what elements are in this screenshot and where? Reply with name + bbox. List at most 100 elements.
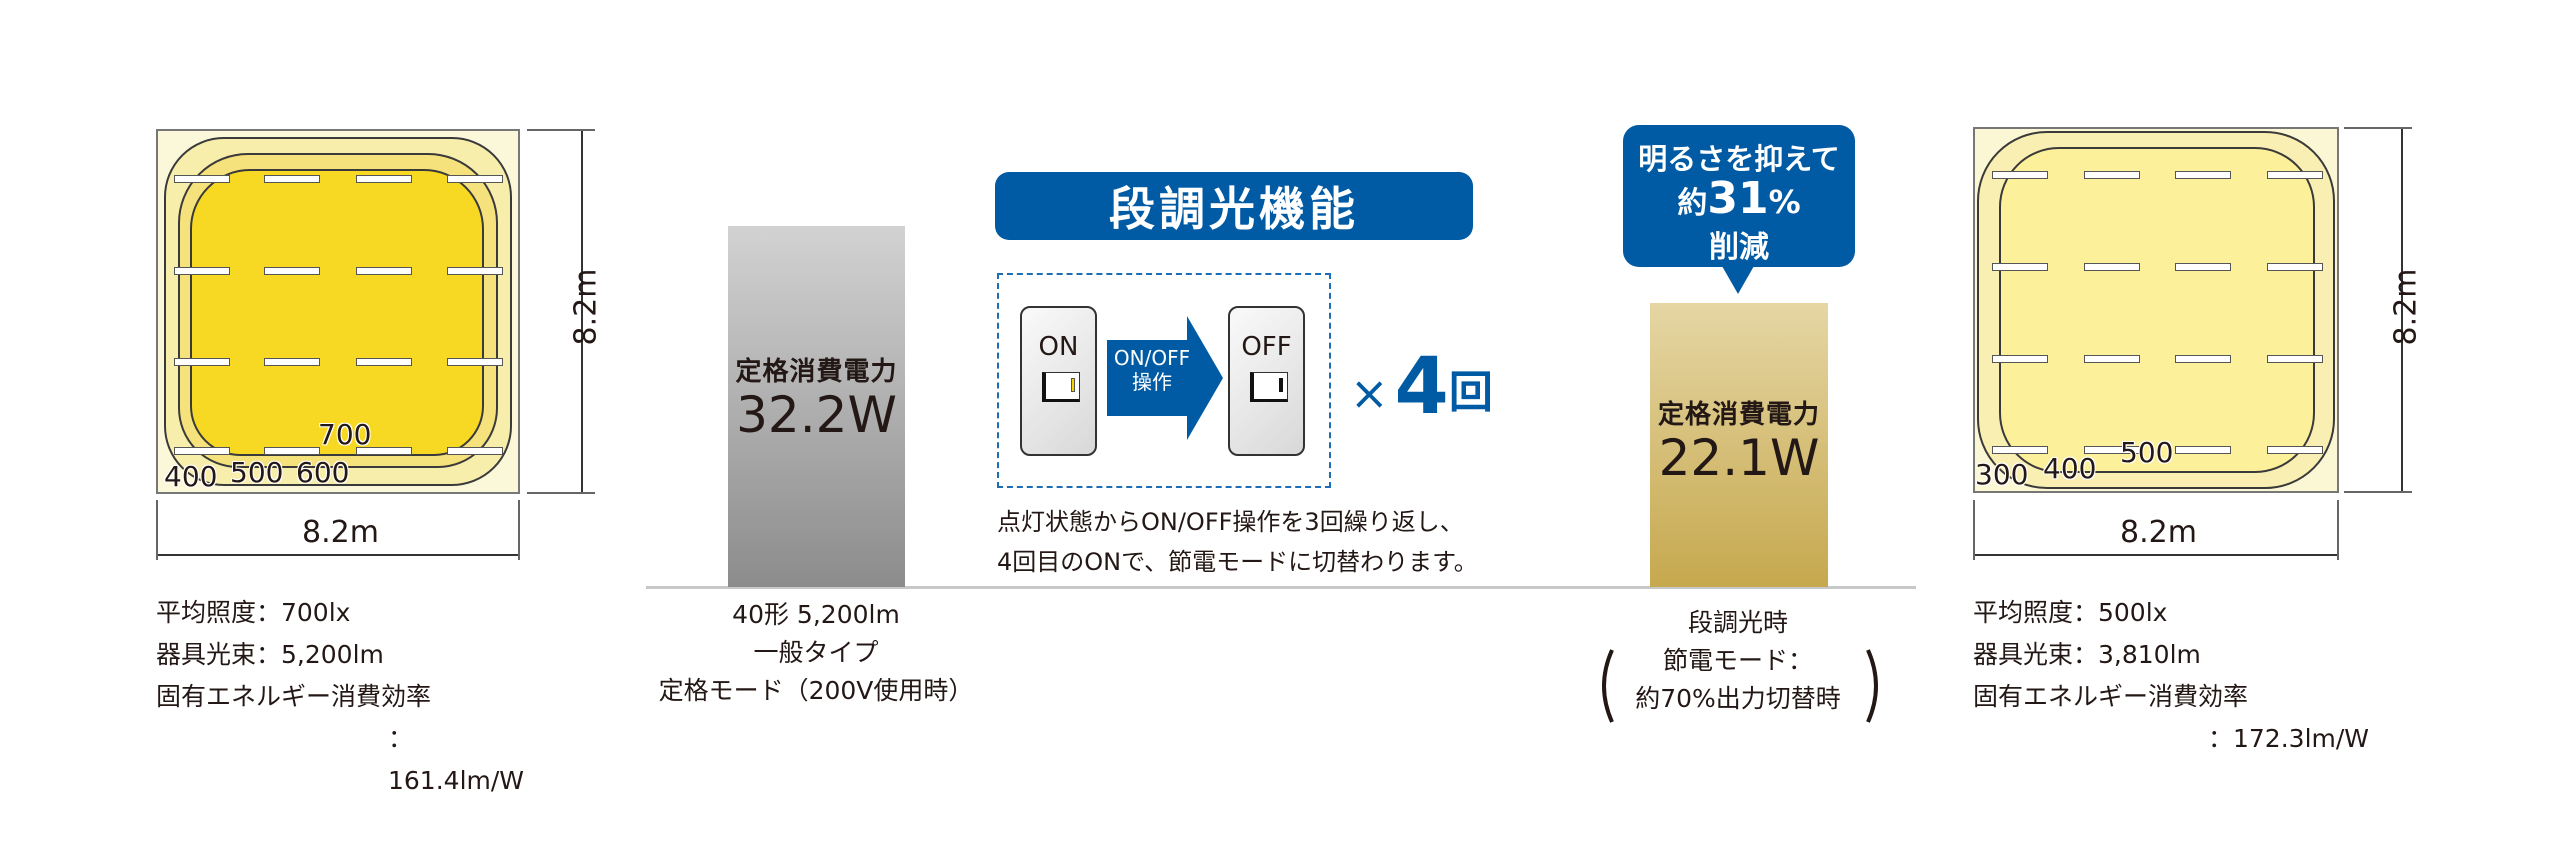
- switch-operation-box: [997, 273, 1331, 488]
- left-map-width-label: 8.2m: [302, 515, 379, 550]
- right-map-stats: 平均照度：500lx 器具光束：3,810lm 固有エネルギー消費効率 ：172…: [1973, 592, 2373, 760]
- lamp: [356, 267, 412, 275]
- contour-label-700: 700: [318, 418, 372, 451]
- caption-title: 段調光時: [1687, 608, 1788, 637]
- lamp: [264, 267, 320, 275]
- lamp: [2267, 355, 2323, 363]
- dimmed-power-label: 定格消費電力: [1657, 400, 1820, 430]
- lamp: [2175, 263, 2231, 271]
- lamp: [174, 175, 230, 183]
- contour-label-600: 600: [296, 456, 350, 489]
- chart-baseline: [646, 586, 1916, 589]
- lamp: [2084, 446, 2140, 454]
- dim-extension-line: [2344, 491, 2412, 493]
- right-map-height-label: 8.2m: [2388, 268, 2424, 346]
- width-dimension-line: [1975, 554, 2337, 556]
- standard-power-bar: 定格消費電力 32.2W: [728, 226, 905, 587]
- contour-400: [1999, 147, 2315, 473]
- contour-label-300: 300: [1975, 458, 2029, 491]
- left-paren-icon: [1602, 649, 1614, 723]
- lamp: [1992, 355, 2048, 363]
- lamp: [447, 175, 503, 183]
- dimming-feature-title: 段調光機能: [995, 172, 1473, 240]
- lamp: [2084, 263, 2140, 271]
- switch-on-label: ON: [1038, 332, 1079, 362]
- savings-percent: 31: [1707, 173, 1769, 224]
- dimming-note: 点灯状態からON/OFF操作を3回繰り返し、 4回目のONで、節電モードに切替わ…: [997, 502, 1557, 582]
- lamp: [2175, 446, 2231, 454]
- savings-line1: 明るさを抑えて: [1638, 142, 1840, 176]
- caption-line: 節電モード：: [1662, 646, 1813, 675]
- lamp: [356, 175, 412, 183]
- standard-power-value: 32.2W: [736, 385, 897, 444]
- standard-bar-caption: 40形 5,200lm 一般タイプ 定格モード（200V使用時）: [620, 596, 1012, 710]
- note-line: 点灯状態からON/OFF操作を3回繰り返し、: [997, 508, 1464, 536]
- efficiency-value: ：161.4lm/W: [388, 724, 525, 795]
- switch-off-label: OFF: [1241, 332, 1292, 362]
- savings-prefix: 約: [1677, 186, 1708, 221]
- width-dimension-line: [158, 554, 518, 556]
- switch-off: OFF: [1228, 306, 1305, 456]
- caption-line: 定格モード（200V使用時）: [658, 676, 974, 705]
- arrow-label: ON/OFF 操作: [1107, 346, 1197, 394]
- height-dimension-line: [581, 131, 583, 492]
- left-map-stats: 平均照度：700lx 器具光束：5,200lm 固有エネルギー消費効率 ：161…: [156, 592, 536, 802]
- luminous-flux: 器具光束：3,810lm: [1973, 640, 2201, 669]
- lamp: [2175, 355, 2231, 363]
- lamp: [447, 267, 503, 275]
- lamp: [174, 267, 230, 275]
- dim-extension-line: [527, 492, 595, 494]
- dim-extension-line: [156, 500, 158, 560]
- lamp: [356, 358, 412, 366]
- lamp: [2084, 171, 2140, 179]
- dimmed-power-bar: 定格消費電力 22.1W: [1650, 303, 1828, 587]
- lamp: [447, 447, 503, 455]
- avg-illuminance: 平均照度：500lx: [1973, 598, 2168, 627]
- rocker-off: [1250, 372, 1288, 402]
- efficiency-value: ：172.3lm/W: [2208, 724, 2370, 753]
- left-map-height-label: 8.2m: [568, 268, 604, 346]
- lamp: [264, 447, 320, 455]
- efficiency-label: 固有エネルギー消費効率: [1973, 682, 2249, 711]
- times-suffix: 回: [1448, 367, 1493, 418]
- lamp: [2084, 355, 2140, 363]
- savings-line3: 削減: [1709, 230, 1769, 265]
- right-illuminance-map: 300 400 500: [1973, 127, 2339, 493]
- savings-callout: 明るさを抑えて 約31% 削減: [1623, 125, 1855, 267]
- note-line: 4回目のONで、節電モードに切替わります。: [997, 548, 1478, 576]
- lamp: [2175, 171, 2231, 179]
- right-paren-icon: [1866, 649, 1878, 723]
- lamp: [2267, 263, 2323, 271]
- dim-extension-line: [527, 129, 595, 131]
- switch-on: ON: [1020, 306, 1097, 456]
- lamp: [264, 358, 320, 366]
- right-map-width-label: 8.2m: [2120, 515, 2197, 550]
- lamp: [2267, 446, 2323, 454]
- times-symbol: ×: [1350, 366, 1389, 420]
- standard-power-label: 定格消費電力: [735, 356, 898, 387]
- contour-label-400: 400: [2043, 452, 2097, 485]
- dim-extension-line: [2337, 500, 2339, 560]
- lamp: [1992, 263, 2048, 271]
- left-illuminance-map: 400 500 600 700: [156, 129, 520, 494]
- caption-line: 約70%出力切替時: [1635, 684, 1841, 713]
- avg-illuminance: 平均照度：700lx: [156, 598, 351, 627]
- lamp: [174, 358, 230, 366]
- dimmed-bar-caption: 段調光時 節電モード： 約70%出力切替時: [1598, 604, 1878, 718]
- off-indicator-icon: [1279, 378, 1283, 392]
- dimmed-power-value: 22.1W: [1658, 429, 1820, 487]
- on-indicator-icon: [1071, 378, 1075, 392]
- dim-extension-line: [2344, 127, 2412, 129]
- dim-extension-line: [518, 500, 520, 560]
- efficiency-label: 固有エネルギー消費効率: [156, 682, 432, 711]
- arrow-label-line1: ON/OFF: [1113, 346, 1191, 370]
- caption-line: 40形 5,200lm: [732, 600, 900, 629]
- lamp: [2267, 171, 2323, 179]
- savings-percent-sign: %: [1768, 183, 1801, 221]
- savings-line2: 約31%: [1623, 177, 1855, 230]
- caption-line: 一般タイプ: [753, 638, 879, 667]
- lamp: [174, 447, 230, 455]
- arrow-right-icon: [1107, 316, 1223, 440]
- lamp: [356, 447, 412, 455]
- rocker-on: [1042, 372, 1080, 402]
